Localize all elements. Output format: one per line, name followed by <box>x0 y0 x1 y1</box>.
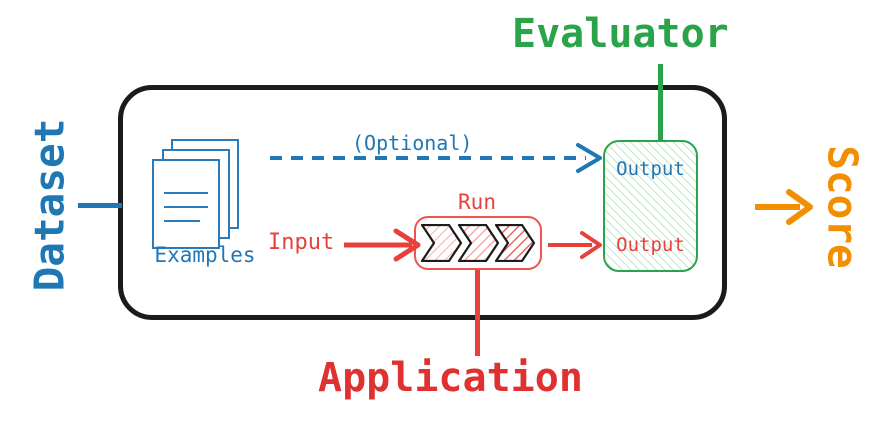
examples-label: Examples <box>154 243 256 267</box>
application-connector-line <box>475 268 480 356</box>
dataset-label: Dataset <box>25 118 74 292</box>
input-edge-label: Input <box>268 230 335 255</box>
evaluator-connector-line <box>658 64 663 142</box>
score-arrow <box>755 189 813 225</box>
score-label: Score <box>818 145 867 269</box>
pipeline-container-box <box>118 85 727 320</box>
evaluator-label: Evaluator <box>512 11 729 57</box>
dataset-connector-line <box>78 203 122 208</box>
application-label: Application <box>318 355 583 401</box>
run-label: Run <box>458 190 496 214</box>
document-stack-icon <box>150 138 260 268</box>
output-label-dataset: Output <box>616 158 685 180</box>
output-box: Output Output <box>603 140 698 272</box>
optional-edge-label: (Optional) <box>352 131 473 155</box>
output-label-application: Output <box>616 234 685 256</box>
chevron-steps-icon <box>420 223 536 263</box>
